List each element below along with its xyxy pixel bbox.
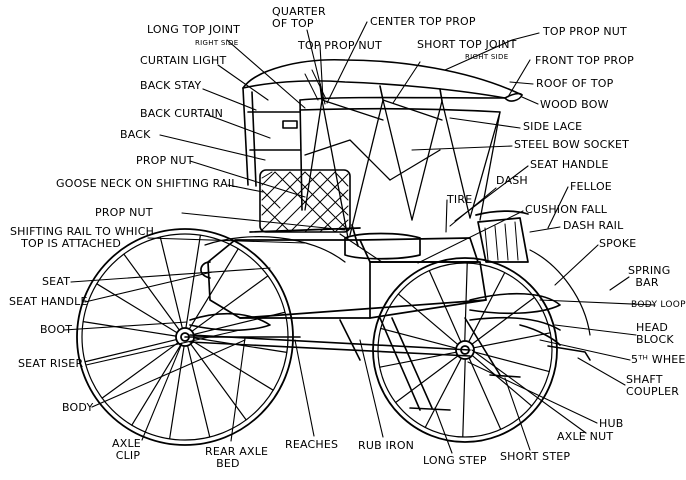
label-short-step: SHORT STEP bbox=[500, 450, 571, 463]
rear-wheel bbox=[76, 228, 294, 446]
wheel-spoke bbox=[468, 357, 502, 430]
wheel-spoke bbox=[471, 296, 535, 345]
label-back-curtain: BACK CURTAIN bbox=[140, 107, 224, 120]
label-seat-handle-upper: SEAT HANDLE bbox=[530, 158, 609, 171]
label-reaches: REACHES bbox=[285, 438, 339, 451]
label-felloe: FELLOE bbox=[570, 180, 612, 193]
wheel-spoke bbox=[123, 253, 180, 331]
leader-lines bbox=[63, 21, 656, 454]
body-box bbox=[200, 210, 529, 319]
wheel-spoke bbox=[101, 342, 179, 399]
wheel-spoke bbox=[82, 321, 177, 337]
label-spring-bar: SPRING BAR bbox=[628, 264, 671, 289]
wheel-spoke bbox=[84, 338, 177, 363]
label-goose-neck: GOOSE NECK ON SHIFTING RAIL bbox=[56, 177, 238, 190]
wheel-spoke bbox=[192, 340, 274, 391]
wheel-spoke bbox=[380, 327, 457, 349]
label-prop-nut-lower: PROP NUT bbox=[95, 206, 153, 219]
label-back: BACK bbox=[120, 128, 151, 141]
label-front-top-prop: FRONT TOP PROP bbox=[535, 54, 634, 67]
wheel-spoke bbox=[193, 311, 286, 336]
label-seat-riser: SEAT RISER bbox=[18, 357, 84, 370]
wheel-spoke bbox=[464, 262, 468, 342]
label-dash: DASH bbox=[496, 174, 528, 187]
label-body-loop: BODY LOOP bbox=[631, 300, 686, 310]
wheel-spoke bbox=[190, 343, 247, 421]
top-bows bbox=[304, 99, 501, 239]
label-side-lace: SIDE LACE bbox=[523, 120, 583, 133]
wheel-spoke bbox=[473, 332, 551, 349]
wheel-spoke bbox=[473, 351, 550, 373]
wheel-spoke bbox=[379, 351, 457, 368]
label-tire: TIRE bbox=[447, 193, 473, 206]
label-shaft-coupler: SHAFT COUPLER bbox=[626, 373, 680, 398]
label-cushion-fall: CUSHION FALL bbox=[525, 203, 608, 216]
label-axle-nut: AXLE NUT bbox=[557, 430, 614, 443]
wheel-spoke bbox=[193, 337, 288, 353]
wheel-spoke bbox=[131, 344, 182, 426]
label-long-top-joint-side: RIGHT SIDE bbox=[195, 39, 239, 47]
front-wheel-spokes bbox=[379, 262, 551, 438]
label-roof-of-top: ROOF OF TOP bbox=[536, 77, 614, 90]
rear-wheel-spokes bbox=[82, 234, 288, 440]
label-boot: BOOT bbox=[40, 323, 73, 336]
wheel-spoke bbox=[188, 248, 239, 330]
label-curtain-light: CURTAIN LIGHT bbox=[140, 54, 227, 67]
label-fifth-wheel: 5ᵀᴴ WHEEL bbox=[631, 353, 686, 366]
wheel-spoke bbox=[468, 272, 506, 343]
wheel-spoke bbox=[471, 354, 533, 407]
label-wood-bow: WOOD BOW bbox=[540, 98, 609, 111]
label-seat: SEAT bbox=[42, 275, 71, 288]
wheel-spoke bbox=[159, 236, 184, 329]
label-rub-iron: RUB IRON bbox=[358, 439, 415, 452]
label-body: BODY bbox=[62, 401, 94, 414]
canopy bbox=[242, 58, 523, 211]
front-wheel bbox=[372, 257, 558, 443]
label-head-block: HEAD BLOCK bbox=[636, 321, 674, 346]
tufted-back bbox=[259, 169, 351, 233]
wheel-spoke bbox=[169, 345, 185, 440]
label-top-prop-nut-right: TOP PROP NUT bbox=[543, 25, 627, 38]
label-short-top-joint: SHORT TOP JOINT bbox=[417, 38, 517, 51]
label-quarter-of-top: QUARTER OF TOP bbox=[272, 5, 326, 30]
wheel-spoke bbox=[424, 357, 462, 428]
label-long-step: LONG STEP bbox=[423, 454, 487, 467]
wheel-spoke bbox=[185, 234, 201, 329]
label-steel-bow-socket: STEEL BOW SOCKET bbox=[514, 138, 630, 151]
label-center-top-prop: CENTER TOP PROP bbox=[370, 15, 476, 28]
wheel-spoke bbox=[96, 283, 178, 334]
label-seat-handle-lower: SEAT HANDLE bbox=[9, 295, 88, 308]
wheel-spoke bbox=[462, 358, 466, 438]
label-short-top-joint-side: RIGHT SIDE bbox=[465, 53, 509, 61]
label-prop-nut-upper: PROP NUT bbox=[136, 154, 194, 167]
wheel-spoke bbox=[191, 275, 269, 332]
label-spoke: SPOKE bbox=[599, 237, 637, 250]
label-hub: HUB bbox=[599, 417, 624, 430]
label-rear-axle-bed: REAR AXLE BED bbox=[205, 445, 269, 470]
wheel-spoke bbox=[397, 293, 459, 346]
wheel-spoke bbox=[395, 355, 459, 404]
label-axle-clip: AXLE CLIP bbox=[112, 437, 141, 462]
label-long-top-joint: LONG TOP JOINT bbox=[147, 23, 241, 36]
label-shifting-rail: SHIFTING RAIL TO WHICH TOP IS ATTACHED bbox=[10, 225, 155, 250]
label-back-stay: BACK STAY bbox=[140, 79, 202, 92]
label-top-prop-nut-upper: TOP PROP NUT bbox=[298, 39, 382, 52]
label-dash-rail: DASH RAIL bbox=[563, 219, 624, 232]
wheel-spoke bbox=[186, 345, 211, 438]
wheel-spoke bbox=[428, 270, 462, 343]
